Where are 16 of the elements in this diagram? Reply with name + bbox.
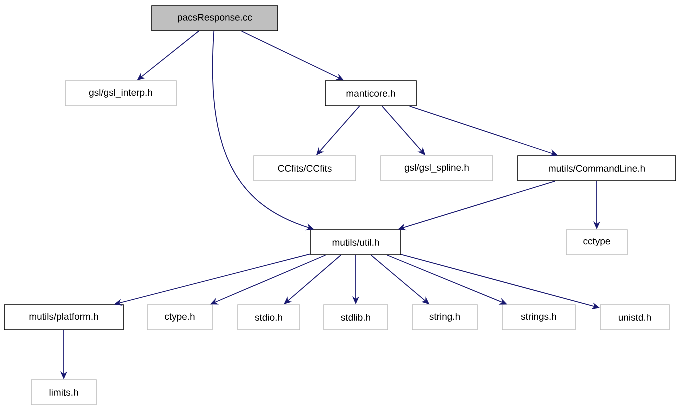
header-box: mutils/util.h [310, 230, 402, 256]
header-box: mutils/platform.h [4, 304, 124, 330]
header-box: mutils/CommandLine.h [518, 156, 676, 182]
header-box: gsl/gsl_spline.h [380, 156, 494, 182]
header-box: strings.h [502, 304, 576, 330]
header-box: gsl/gsl_interp.h [65, 80, 177, 106]
header-box: unistd.h [600, 304, 670, 330]
header-box: stdio.h [238, 304, 300, 330]
header-box: string.h [412, 304, 478, 330]
header-box: ctype.h [147, 304, 213, 330]
header-box: stdlib.h [324, 304, 388, 330]
header-box: manticore.h [325, 80, 417, 106]
header-box: CCfits/CCfits [254, 156, 356, 182]
header-box: cctype [566, 230, 628, 256]
file-box: pacsResponse.cc [152, 6, 278, 32]
header-box: limits.h [31, 380, 97, 406]
